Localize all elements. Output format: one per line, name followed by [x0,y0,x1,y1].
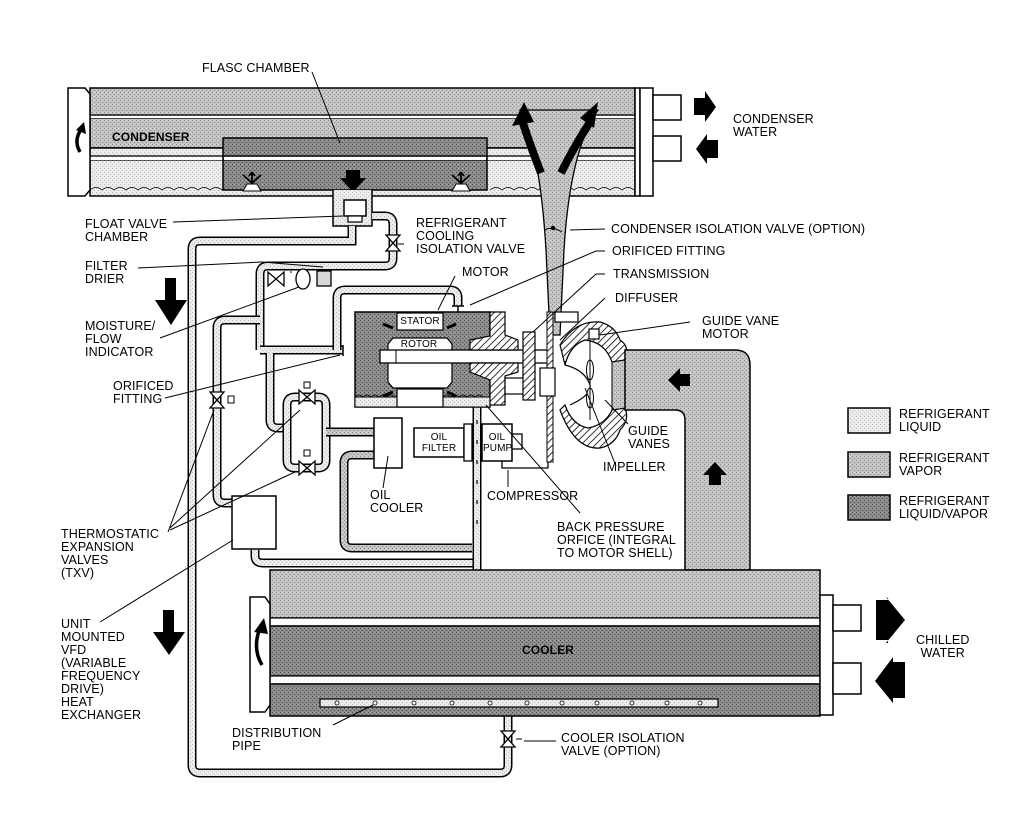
callout-cooler-isolation-valve: COOLER ISOLATION VALVE (OPTION) [561,731,685,758]
liquid-piping [187,211,513,778]
callout-moisture-flow-indicator: MOISTURE/ FLOW INDICATOR [85,319,156,359]
distribution-pipe-symbol [319,698,719,708]
legend-swatches [847,407,891,521]
callout-diffuser: DIFFUSER [615,291,679,305]
discharge-plume [512,102,600,336]
cooler-label: COOLER [522,643,574,657]
oil-pump-label: OIL PUMP [483,432,513,454]
callout-orificed-fitting-left: ORIFICED FITTING [113,379,174,406]
moisture-flow-indicator-symbol [295,268,311,290]
txv-upper-valve [298,381,316,406]
motor-orificed-fitting-symbol [452,305,464,312]
callout-distribution-pipe: DISTRIBUTION PIPE [232,726,322,753]
legend-swatch-liquid [847,407,891,434]
callout-leader-lines [99,71,691,742]
callout-orificed-fitting-top: ORIFICED FITTING [612,244,726,258]
compressor-impeller-volute [559,321,628,449]
cooler-vessel [249,569,862,717]
callout-filter-drier: FILTER DRIER [85,259,128,286]
callout-flasc-chamber: FLASC CHAMBER [202,61,310,75]
callout-compressor: COMPRESSOR [487,489,579,503]
txv-lower-valve [298,449,316,477]
legend-label-liquid: REFRIGERANT LIQUID [899,407,990,434]
callout-transmission: TRANSMISSION [613,267,710,281]
callout-impeller: IMPELLER [603,460,666,474]
callout-back-pressure-orifice: BACK PRESSURE ORFICE (INTEGRAL TO MOTOR … [557,520,676,560]
stator-label: STATOR [400,316,440,327]
callout-condenser-water: CONDENSER WATER [733,112,814,139]
flow-arrow-down-lower [153,610,185,655]
flow-arrow-down-upper [155,278,187,325]
vfd-heat-exchanger [231,495,277,550]
callout-chilled-water: CHILLED WATER [916,633,970,660]
motor-assembly [354,311,551,408]
callout-guide-vane-motor: GUIDE VANE MOTOR [702,314,780,341]
callout-vfd-heat-exchanger: UNIT MOUNTED VFD (VARIABLE FREQUENCY DRI… [61,617,142,722]
float-valve-chamber [332,190,373,227]
callout-txv: THERMOSTATIC EXPANSION VALVES (TXV) [61,527,159,580]
cooler-isolation-valve-symbol [499,730,522,748]
filter-drier-symbol [316,270,332,287]
callout-refrigerant-cooling-isolation-valve: REFRIGERANT COOLING ISOLATION VALVE [416,216,526,256]
oil-filter-label: OIL FILTER [421,432,457,454]
filter-drier-line-valve [267,270,285,288]
callout-motor: MOTOR [462,265,509,279]
callout-float-valve-chamber: FLOAT VALVE CHAMBER [85,217,168,244]
condenser-water-in-arrow [696,134,718,164]
callout-oil-cooler: OIL COOLER [370,488,424,515]
rotor-label: ROTOR [400,339,438,350]
legend-swatch-vapor [847,451,891,478]
chilled-water-in-arrow [875,657,905,703]
oil-filter [413,423,473,462]
oil-cooler [373,417,403,469]
callout-condenser-isolation-valve: CONDENSER ISOLATION VALVE (OPTION) [611,222,866,236]
callout-guide-vanes: GUIDE VANES [628,424,670,451]
txv-left-valve [208,391,235,409]
refrigerant-cooling-isolation-valve-symbol [384,234,402,252]
condenser-water-out-arrow [694,91,716,122]
condenser-label: CONDENSER [112,130,190,144]
flasc-chamber [222,137,488,192]
legend-swatch-liquid-vapor [847,494,891,521]
legend-label-liquid-vapor: REFRIGERANT LIQUID/VAPOR [899,494,990,521]
chilled-water-out-arrow [876,597,905,643]
oil-pump [481,423,523,462]
transmission-gears [469,311,579,463]
legend-label-vapor: REFRIGERANT VAPOR [899,451,990,478]
